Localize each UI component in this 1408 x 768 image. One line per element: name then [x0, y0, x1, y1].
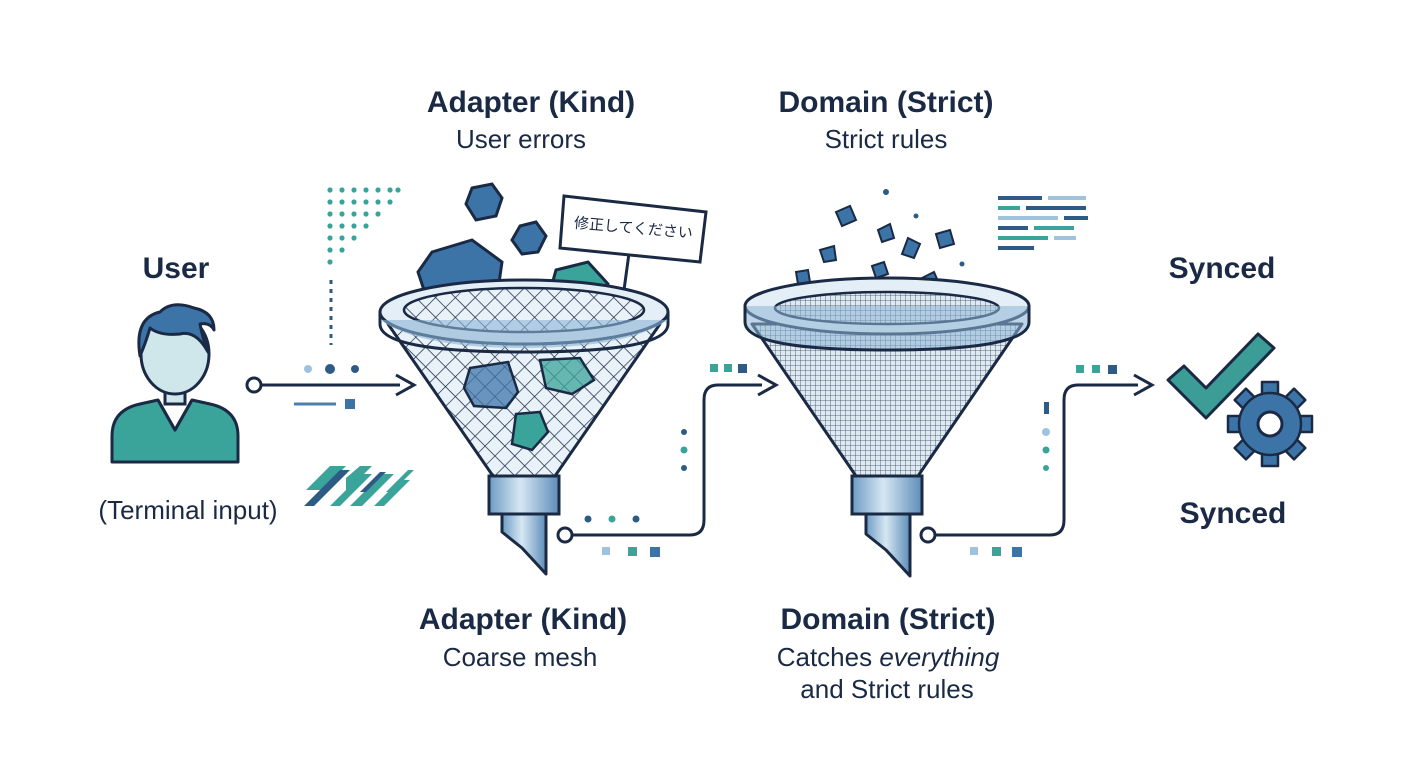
arrow-domain-to-synced	[919, 365, 1156, 557]
code-lines-decor	[998, 196, 1088, 250]
sign-icon	[558, 194, 708, 264]
user-title: User	[142, 252, 210, 285]
user-caption: (Terminal input)	[98, 495, 278, 525]
synced-bottom-label: Synced	[1179, 497, 1287, 530]
adapter-bottom-title: Adapter (Kind)	[418, 603, 628, 636]
arrow-adapter-to-domain	[556, 364, 780, 557]
adapter-top-subtitle: User errors	[455, 124, 587, 154]
adapter-bottom-subtitle: Coarse mesh	[442, 642, 598, 672]
arrow-user-to-adapter	[245, 364, 418, 409]
checkmark-icon	[1166, 332, 1276, 420]
gear-icon	[1226, 380, 1314, 468]
domain-bottom-title: Domain (Strict)	[780, 603, 996, 636]
synced-top-label: Synced	[1168, 252, 1276, 285]
user-icon	[110, 303, 240, 464]
domain-bottom-subtitle-line2: and Strict rules	[800, 674, 974, 704]
adapter-top-title: Adapter (Kind)	[426, 86, 636, 119]
dot-pattern-decor	[327, 187, 401, 265]
fine-funnel-icon	[743, 189, 1031, 578]
domain-top-title: Domain (Strict)	[778, 86, 994, 119]
coarse-funnel-icon: 修正してください	[378, 182, 708, 576]
domain-top-subtitle: Strict rules	[824, 124, 948, 154]
domain-bottom-subtitle-prefix: Catches	[776, 642, 880, 672]
domain-bottom-subtitle-emph: everything	[879, 642, 1000, 672]
stripes-decor	[306, 466, 414, 506]
domain-bottom-subtitle: Catches everything	[777, 642, 1000, 673]
